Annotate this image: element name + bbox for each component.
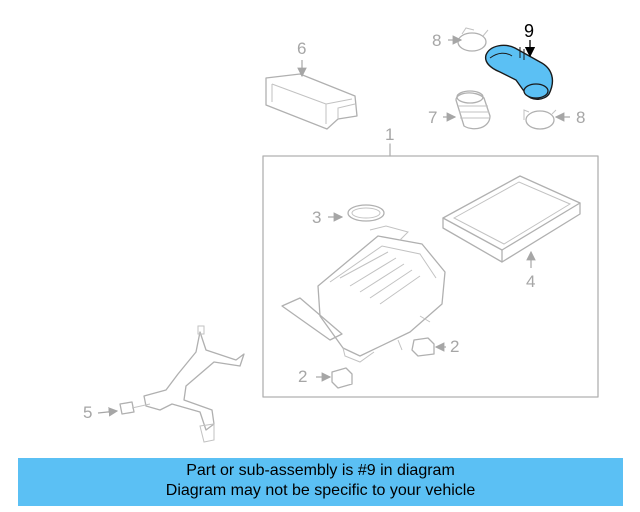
callout-1: 1 [385,125,394,144]
part-2-mount-lower [316,367,353,389]
part-8-clamp-upper [448,27,489,52]
callout-9: 9 [524,21,534,41]
part-3-gasket [328,204,385,222]
part-2-mount-right [411,337,446,357]
callout-6: 6 [297,39,306,58]
callout-8-lower: 8 [576,108,585,127]
callout-3: 3 [312,208,321,227]
part-7-intake-boot [443,90,491,130]
banner-line-2: Diagram may not be specific to your vehi… [165,482,476,499]
callout-5: 5 [83,403,92,422]
callout-4: 4 [526,272,535,291]
part-6-air-duct [265,60,358,130]
callout-2-right: 2 [450,337,459,356]
part-4-filter-element [442,175,581,268]
info-banner: Part or sub-assembly is #9 in diagram Di… [18,458,623,506]
callout-7: 7 [428,108,437,127]
callout-2-lower: 2 [298,367,307,386]
part-9-air-hose-highlighted [484,40,554,100]
callout-8-upper: 8 [432,31,441,50]
air-cleaner-housing [281,225,446,363]
part-5-bracket [97,325,245,443]
part-8-clamp-lower [523,109,570,130]
banner-line-1: Part or sub-assembly is #9 in diagram [186,462,455,479]
air-cleaner-assembly-box [262,143,599,398]
parts-diagram: 1 2 2 3 4 5 6 7 8 8 9 [83,21,599,443]
